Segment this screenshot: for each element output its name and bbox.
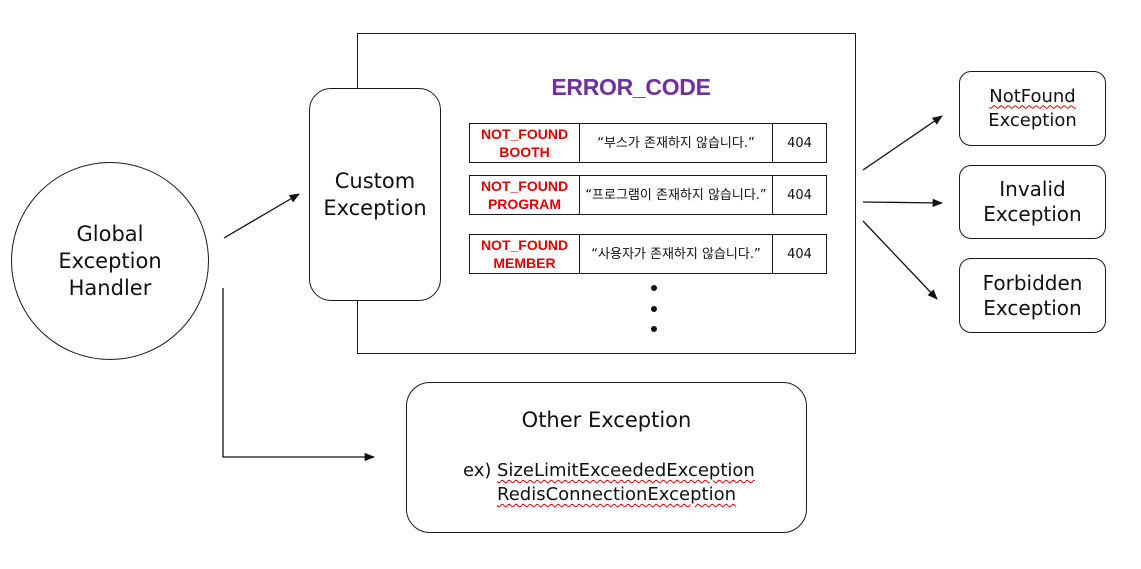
error-code-title: ERROR_CODE [551,74,711,100]
error-message: “프로그램이 존재하지 않습니다.” [580,176,773,214]
error-code-name-line-2: BOOTH [499,144,550,160]
forbidden-exception-node: Forbidden Exception [959,258,1106,333]
error-status: 404 [787,246,812,262]
ellipsis-dot [651,326,657,332]
notfound-exception-line-1: NotFound [989,85,1076,107]
error-code-name-line-2: MEMBER [493,255,556,271]
forbidden-exception-line-2: Exception [983,295,1082,320]
error-code-name-line-1: NOT_FOUND [480,178,569,194]
error-code-name: NOT_FOUND MEMBER [470,235,580,273]
global-handler-line-1: Global [76,221,144,246]
error-row-booth: NOT_FOUND BOOTH “부스가 존재하지 않습니다.” 404 [469,123,827,163]
other-exception-example-prefix: ex) [463,460,492,481]
custom-exception-line-1: Custom [334,168,416,193]
arrow-to-notfound [862,115,943,171]
arrow-handler-to-custom [223,193,300,239]
global-exception-handler-node: Global Exception Handler [11,162,209,360]
error-row-program: NOT_FOUND PROGRAM “프로그램이 존재하지 않습니다.” 404 [469,175,827,215]
ellipsis-dot [651,306,657,312]
other-exception-node [406,382,807,533]
custom-exception-node: Custom Exception [309,88,441,301]
ellipsis-dot [651,285,657,291]
custom-exception-line-2: Exception [323,195,427,220]
error-code-name-line-1: NOT_FOUND [480,237,569,253]
error-code-name: NOT_FOUND BOOTH [470,124,580,162]
global-handler-line-3: Handler [68,275,152,300]
notfound-exception-node: NotFound Exception [959,71,1106,146]
error-row-member: NOT_FOUND MEMBER “사용자가 존재하지 않습니다.” 404 [469,234,827,274]
error-message: “사용자가 존재하지 않습니다.” [580,235,773,273]
error-status: 404 [787,187,812,203]
error-code-name-line-2: PROGRAM [487,196,562,212]
notfound-exception-line-2: Exception [988,109,1077,131]
other-exception-title: Other Exception [521,408,692,432]
error-code-name-line-1: NOT_FOUND [480,126,569,142]
arrow-to-invalid [862,198,944,208]
error-code-name: NOT_FOUND PROGRAM [470,176,580,214]
other-exception-example: RedisConnectionException [497,484,737,505]
forbidden-exception-line-1: Forbidden [982,270,1083,295]
arrow-handler-to-other [222,288,376,462]
error-message: “부스가 존재하지 않습니다.” [580,124,773,162]
other-exception-example: SizeLimitExceededException [497,460,755,481]
invalid-exception-node: Invalid Exception [959,165,1106,239]
invalid-exception-line-2: Exception [983,202,1082,226]
arrow-to-forbidden [862,220,938,300]
global-handler-line-2: Exception [58,248,162,273]
invalid-exception-line-1: Invalid [999,177,1066,201]
error-status: 404 [787,135,812,151]
